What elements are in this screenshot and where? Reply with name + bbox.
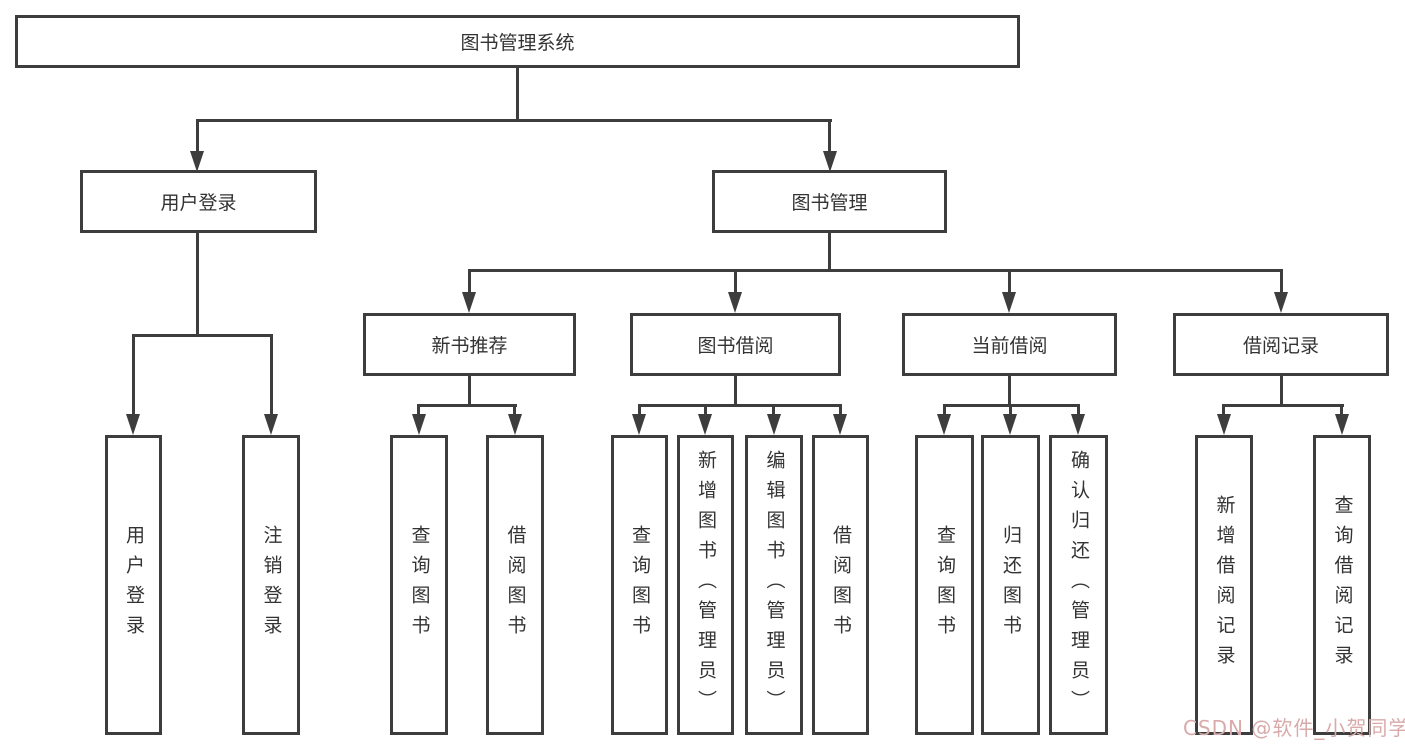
node-book-management: 图书管理 — [712, 170, 947, 233]
connector-level3-rail — [468, 269, 1282, 272]
arrowhead-confirm-return — [1071, 414, 1085, 435]
arrowhead-query1 — [412, 414, 426, 435]
connector-stem-borrow2 — [839, 404, 842, 418]
leaf-query-borrow-record: 查询借阅记录 — [1313, 435, 1371, 735]
node-user-login: 用户登录 — [80, 170, 317, 233]
leaf-logout: 注销登录 — [242, 435, 300, 735]
connector-bookmgmt-stem — [828, 233, 831, 270]
connector-borrowing-stem — [734, 376, 737, 405]
arrowhead-borrow2 — [833, 414, 847, 435]
arrowhead-user-login — [190, 151, 204, 172]
leaf-query-books-current: 查询图书 — [915, 435, 974, 735]
arrowhead-borrow1 — [508, 414, 522, 435]
arrowhead-current-borrowing — [1002, 292, 1016, 313]
leaf-borrow-books-recommend: 借阅图书 — [486, 435, 544, 735]
leaf-borrow-books-borrowing: 借阅图书 — [812, 435, 869, 735]
arrowhead-query2 — [632, 414, 646, 435]
connector-records-stem — [1280, 376, 1283, 405]
connector-stem-query2 — [638, 404, 641, 418]
connector-stem-leaf-user-login — [132, 334, 135, 418]
csdn-watermark: CSDN @软件_小贺同学 — [1183, 716, 1405, 740]
arrowhead-leaf-logout — [264, 414, 278, 435]
leaf-edit-book-admin: 编辑图书（管理员） — [745, 435, 803, 735]
arrowhead-add-record — [1217, 414, 1231, 435]
leaf-add-book-admin: 新增图书（管理员） — [677, 435, 734, 735]
connector-borrowing-rail — [638, 404, 842, 407]
connector-userlogin-rail — [132, 334, 273, 337]
leaf-query-books-borrowing: 查询图书 — [611, 435, 668, 735]
connector-stem-borrow-records — [1280, 269, 1283, 295]
connector-stem-leaf-logout — [270, 334, 273, 418]
arrowhead-book-borrowing — [728, 292, 742, 313]
node-borrowing-records: 借阅记录 — [1173, 313, 1389, 376]
arrowhead-query-record — [1335, 414, 1349, 435]
connector-stem-add-record — [1222, 404, 1225, 418]
node-new-book-recommend: 新书推荐 — [363, 313, 576, 376]
arrowhead-book-management — [823, 151, 837, 172]
arrowhead-new-book — [462, 292, 476, 313]
connector-root-stem — [516, 68, 519, 120]
connector-stem-book-management — [828, 119, 831, 153]
connector-stem-query-record — [1340, 404, 1343, 418]
connector-stem-borrow1 — [513, 404, 516, 418]
leaf-query-books-recommend: 查询图书 — [390, 435, 448, 735]
connector-stem-query1 — [417, 404, 420, 418]
arrowhead-add-book — [698, 414, 712, 435]
arrowhead-edit-book — [767, 414, 781, 435]
connector-current-stem — [1008, 376, 1011, 405]
leaf-user-login: 用户登录 — [105, 435, 162, 735]
node-current-borrowing: 当前借阅 — [902, 313, 1117, 376]
leaf-add-borrow-record: 新增借阅记录 — [1195, 435, 1253, 735]
connector-stem-return-books — [1009, 404, 1012, 418]
connector-stem-current-borrowing — [1008, 269, 1011, 295]
arrowhead-leaf-user-login — [126, 414, 140, 435]
arrowhead-query3 — [937, 414, 951, 435]
connector-records-rail — [1222, 404, 1344, 407]
connector-userlogin-stem — [196, 233, 199, 335]
connector-level2-rail — [196, 119, 832, 122]
connector-stem-new-book — [468, 269, 471, 295]
arrowhead-return-books — [1003, 414, 1017, 435]
connector-stem-query3 — [943, 404, 946, 418]
connector-stem-confirm-return — [1077, 404, 1080, 418]
arrowhead-borrow-records — [1274, 292, 1288, 313]
connector-stem-add-book — [704, 404, 707, 418]
node-root-system: 图书管理系统 — [15, 15, 1020, 68]
leaf-confirm-return-admin: 确认归还（管理员） — [1049, 435, 1108, 735]
connector-stem-user-login — [196, 119, 199, 153]
connector-newbook-rail — [417, 404, 517, 407]
node-book-borrowing: 图书借阅 — [630, 313, 841, 376]
connector-stem-book-borrowing — [734, 269, 737, 295]
leaf-return-books: 归还图书 — [981, 435, 1040, 735]
connector-newbook-stem — [468, 376, 471, 405]
connector-stem-edit-book — [772, 404, 775, 418]
